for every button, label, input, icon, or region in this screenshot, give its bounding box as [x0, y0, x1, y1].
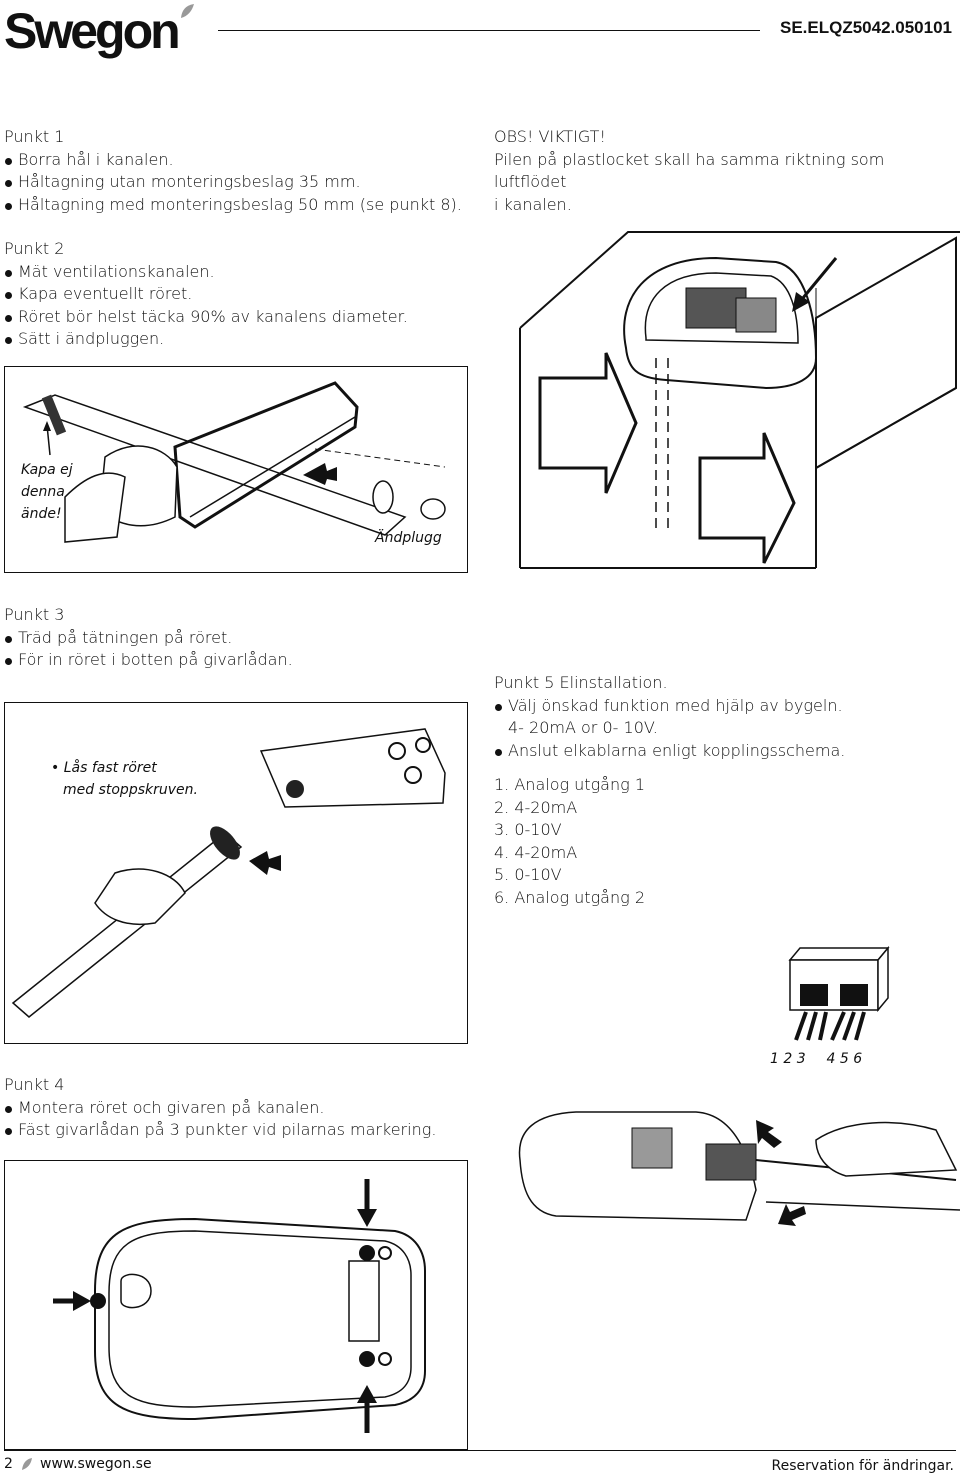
terminal-block-illustration — [788, 945, 890, 1041]
footer-rule — [4, 1450, 956, 1451]
punkt2-title: Punkt 2 — [4, 239, 65, 258]
wiring-list-item: 2. 4-20mA — [494, 797, 578, 817]
obs-line: i kanalen. — [494, 194, 572, 214]
list-item: Välj önskad funktion med hjälp av bygeln… — [494, 695, 960, 718]
wiring-list-item: 3. 0-10V — [494, 820, 562, 839]
mounting-figure — [4, 1160, 468, 1450]
punkt3-section: Punkt 3 Träd på tätningen på röret. För … — [4, 604, 474, 672]
list-item: Sätt i ändpluggen. — [4, 328, 474, 351]
punkt1-title: Punkt 1 — [4, 127, 65, 146]
wiring-list-item: 4. 4-20mA — [494, 842, 578, 862]
wiring-list-item: 5. 0-10V — [494, 865, 562, 884]
swegon-logo: Swegon — [4, 3, 181, 59]
list-item: Håltagning med monteringsbeslag 50 mm (s… — [4, 194, 474, 217]
punkt4-section: Punkt 4 Montera röret och givaren på kan… — [4, 1074, 474, 1142]
punkt5-title: Punkt 5 Elinstallation. — [494, 673, 668, 692]
obs-line: Pilen på plastlocket skall ha samma rikt… — [494, 149, 885, 192]
list-item: Kapa eventuellt röret. — [4, 283, 474, 306]
punkt4-title: Punkt 4 — [4, 1075, 65, 1094]
website-link[interactable]: www.swegon.se — [40, 1456, 152, 1472]
punkt2-section: Punkt 2 Mät ventilationskanalen. Kapa ev… — [4, 238, 474, 351]
page-number: 2 — [4, 1456, 13, 1472]
terminal-label-b: 4 5 6 — [826, 1051, 863, 1067]
list-item: Fäst givarlådan på 3 punkter vid pilarna… — [4, 1119, 474, 1142]
terminal-label-a: 1 2 3 — [770, 1051, 806, 1067]
tube-illustration — [11, 728, 446, 1018]
tube-figure: • Lås fast röret med stoppskruven. — [4, 702, 468, 1044]
saw-label-line: ände! — [21, 506, 62, 522]
tube-label-line: • Lås fast röret — [51, 760, 157, 776]
duct-illustration — [519, 231, 960, 569]
list-item: Håltagning utan monteringsbeslag 35 mm. — [4, 171, 474, 194]
wiring-illustration — [518, 1111, 960, 1226]
document-code: SE.ELQZ5042.050101 — [779, 18, 952, 37]
list-item: För in röret i botten på givarlådan. — [4, 649, 474, 672]
list-item: Montera röret och givaren på kanalen. — [4, 1097, 474, 1120]
obs-section: OBS! VIKTIGT! Pilen på plastlocket skall… — [494, 126, 960, 216]
terminal-numbers: 1 2 3 4 5 6 — [770, 1048, 866, 1070]
leaf-icon — [181, 4, 194, 18]
obs-title: OBS! VIKTIGT! — [494, 127, 606, 146]
saw-illustration — [22, 381, 446, 543]
punkt3-title: Punkt 3 — [4, 605, 65, 624]
list-item: Borra hål i kanalen. — [4, 149, 474, 172]
endplug-label: Ändplugg — [375, 530, 442, 546]
saw-label-line: Kapa ej — [21, 462, 73, 478]
leaf-icon — [22, 1458, 32, 1470]
saw-figure: Kapa ej denna ände! Ändplugg — [4, 366, 468, 573]
footer-note: Reservation för ändringar. — [771, 1458, 954, 1474]
tube-label: • Lås fast röret med stoppskruven. — [51, 757, 198, 801]
punkt1-section: Punkt 1 Borra hål i kanalen. Håltagning … — [4, 126, 474, 216]
list-item: Röret bör helst täcka 90% av kanalens di… — [4, 306, 474, 329]
tube-label-line: med stoppskruven. — [63, 782, 198, 798]
wiring-list-item: 6. Analog utgång 2 — [494, 887, 645, 907]
punkt5-sub: 4- 20mA or 0- 10V. — [508, 718, 658, 737]
list-item: Anslut elkablarna enligt kopplingsschema… — [494, 740, 960, 763]
mounting-illustration — [53, 1179, 426, 1433]
wiring-list-item: 1. Analog utgång 1 — [494, 775, 645, 794]
list-item: Mät ventilationskanalen. — [4, 261, 474, 284]
saw-label: Kapa ej denna ände! — [21, 459, 73, 525]
list-item: Träd på tätningen på röret. — [4, 627, 474, 650]
header-rule — [218, 30, 760, 31]
saw-label-line: denna — [21, 484, 65, 500]
punkt5-section: Punkt 5 Elinstallation. Välj önskad funk… — [494, 672, 960, 909]
